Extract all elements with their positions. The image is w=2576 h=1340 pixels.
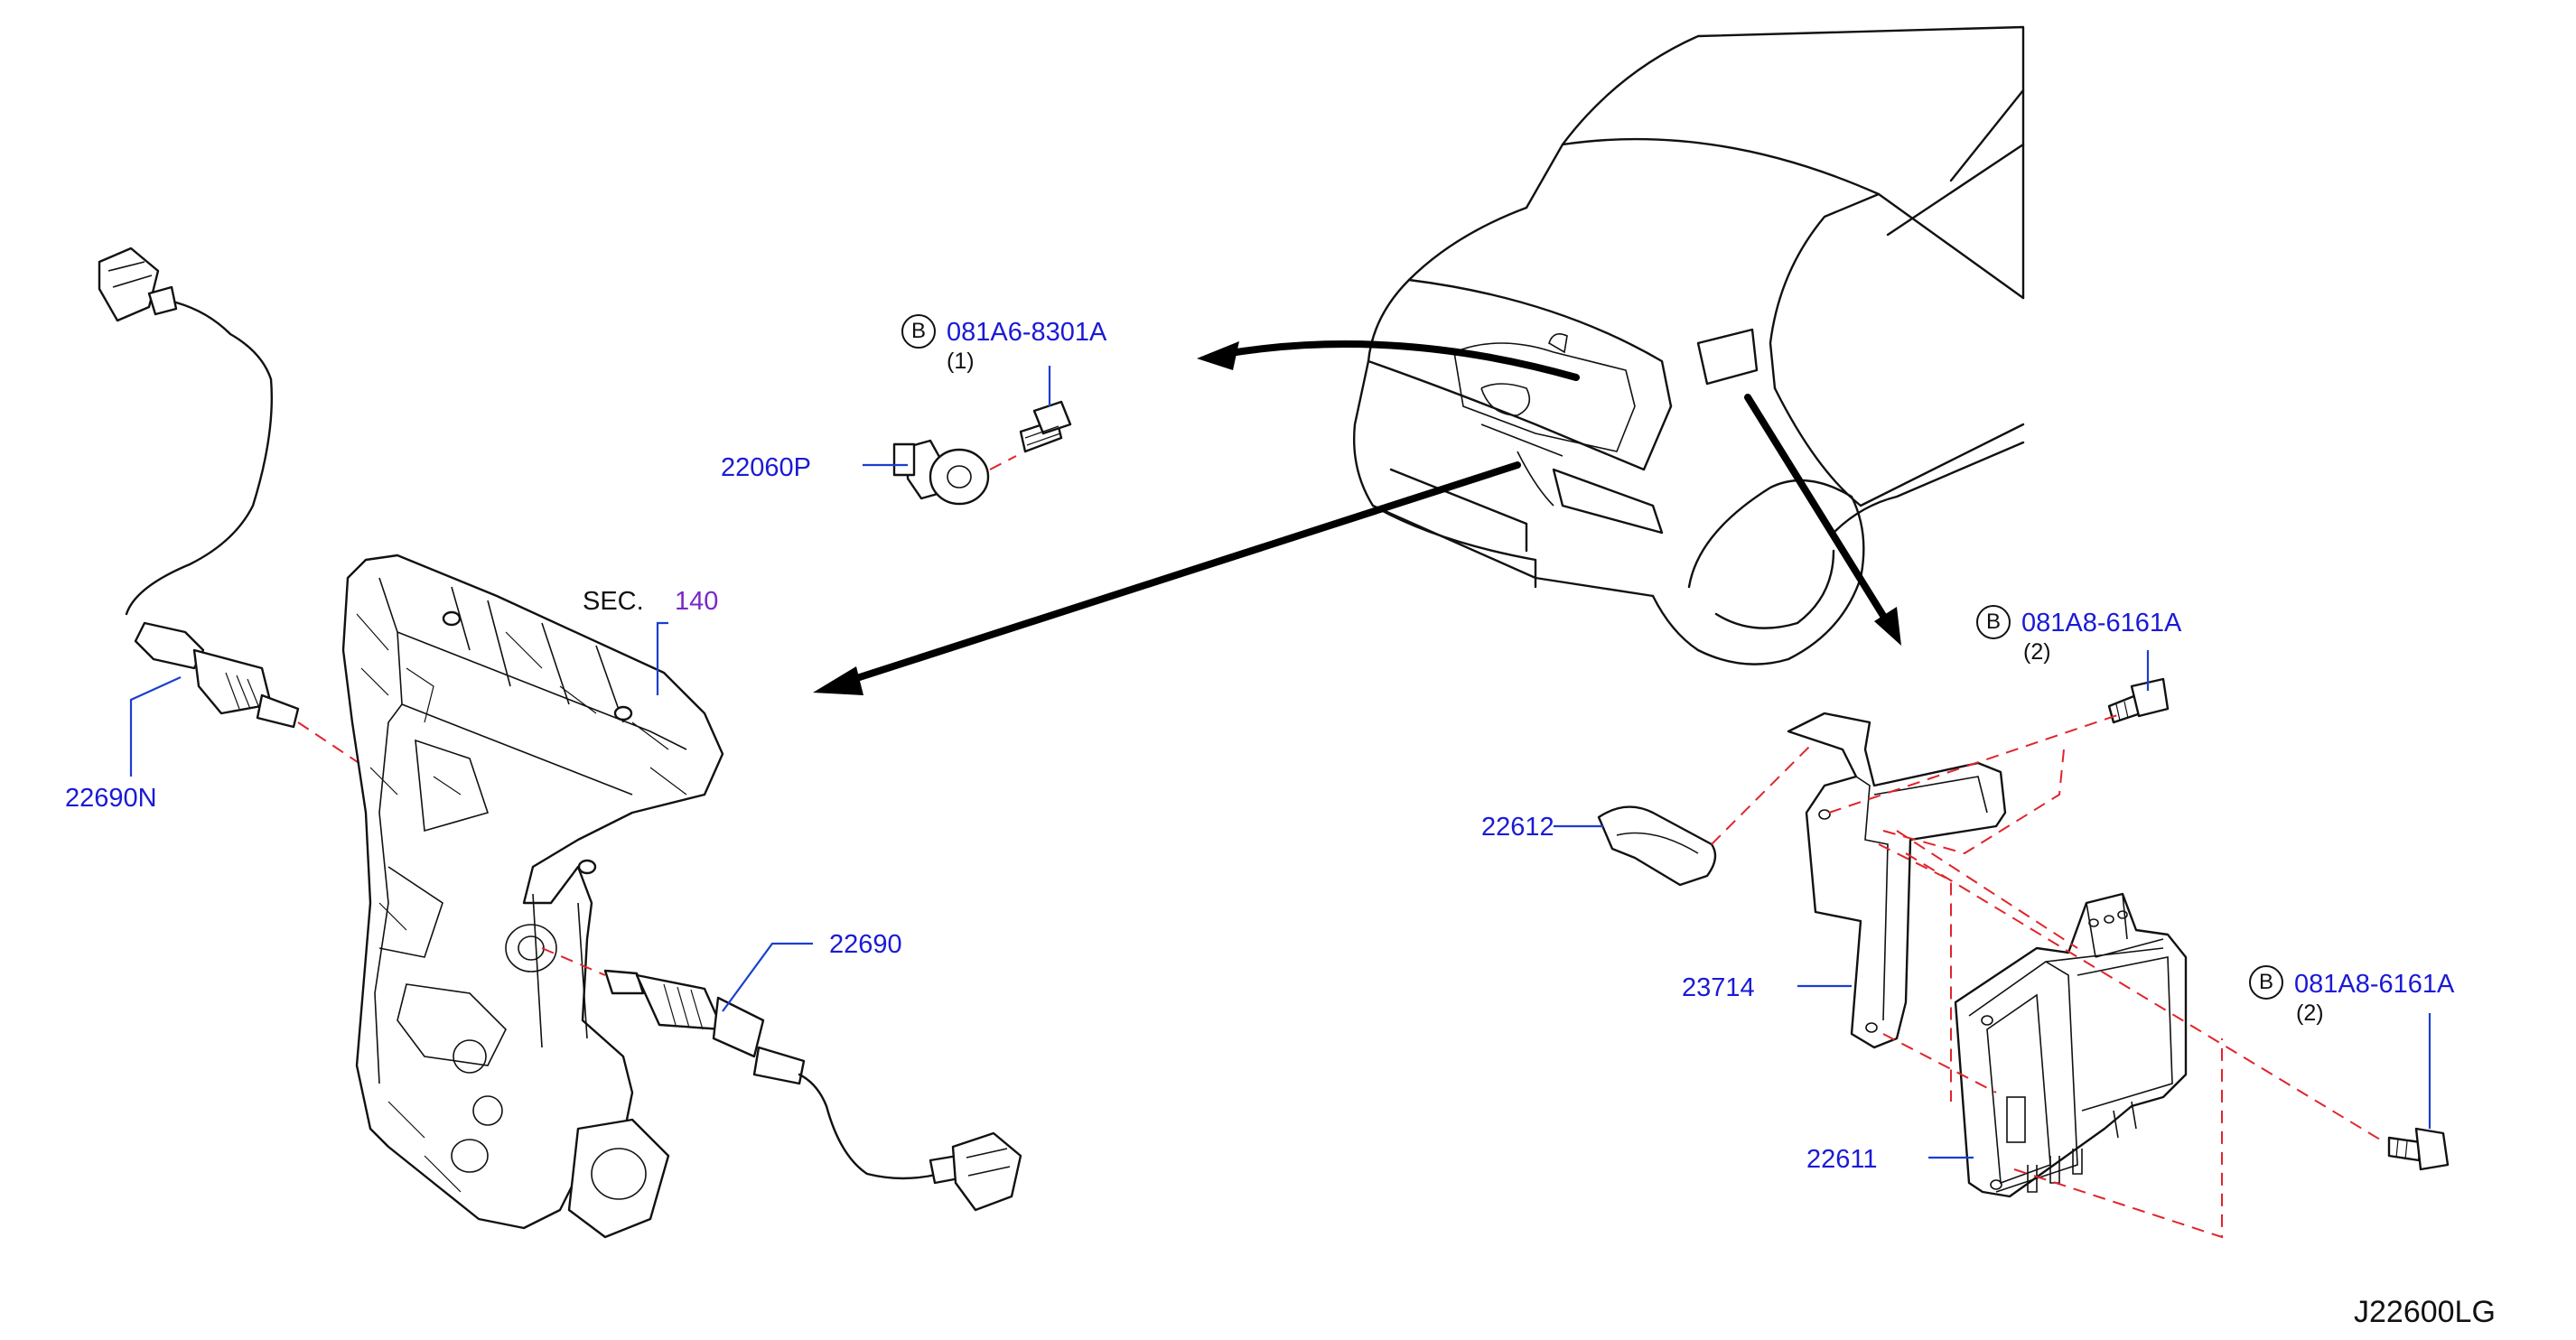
- section-leader: [656, 621, 668, 695]
- bolt-qty-2: (2): [2023, 639, 2051, 665]
- bolt-qty-1: (1): [947, 349, 975, 374]
- ecm-bracket-assembly: [863, 366, 2450, 1239]
- bolt-part-number-3[interactable]: 081A8-6161A: [2294, 970, 2455, 999]
- part-label-22060p[interactable]: 22060P: [721, 453, 811, 482]
- part-label-22690[interactable]: 22690: [829, 930, 902, 959]
- diagram-id: J22600LG: [2354, 1295, 2496, 1329]
- bolt-part-number-2[interactable]: 081A8-6161A: [2021, 609, 2182, 637]
- part-label-22611[interactable]: 22611: [1806, 1145, 1878, 1174]
- oxygen-sensor-lower: [541, 942, 1022, 1212]
- oxygen-sensor-upper: [98, 247, 380, 777]
- direction-arrows: [813, 340, 1901, 695]
- part-label-23714[interactable]: 23714: [1682, 973, 1755, 1002]
- section-number[interactable]: 140: [675, 587, 719, 616]
- exhaust-manifold-converter: [341, 554, 724, 1239]
- bolt-part-number-1[interactable]: 081A6-8301A: [947, 318, 1107, 347]
- section-label: SEC.: [583, 587, 644, 616]
- knock-sensor: [892, 400, 1072, 506]
- bolt-b-circle-1: B: [901, 314, 936, 349]
- vehicle-illustration: [1353, 25, 2025, 665]
- part-label-22612[interactable]: 22612: [1481, 813, 1554, 842]
- bolt-qty-3: (2): [2296, 1000, 2324, 1026]
- bolt-b-circle-2: B: [1976, 605, 2011, 639]
- part-label-22690n[interactable]: 22690N: [65, 784, 157, 813]
- bolt-b-circle-3: B: [2249, 965, 2283, 1000]
